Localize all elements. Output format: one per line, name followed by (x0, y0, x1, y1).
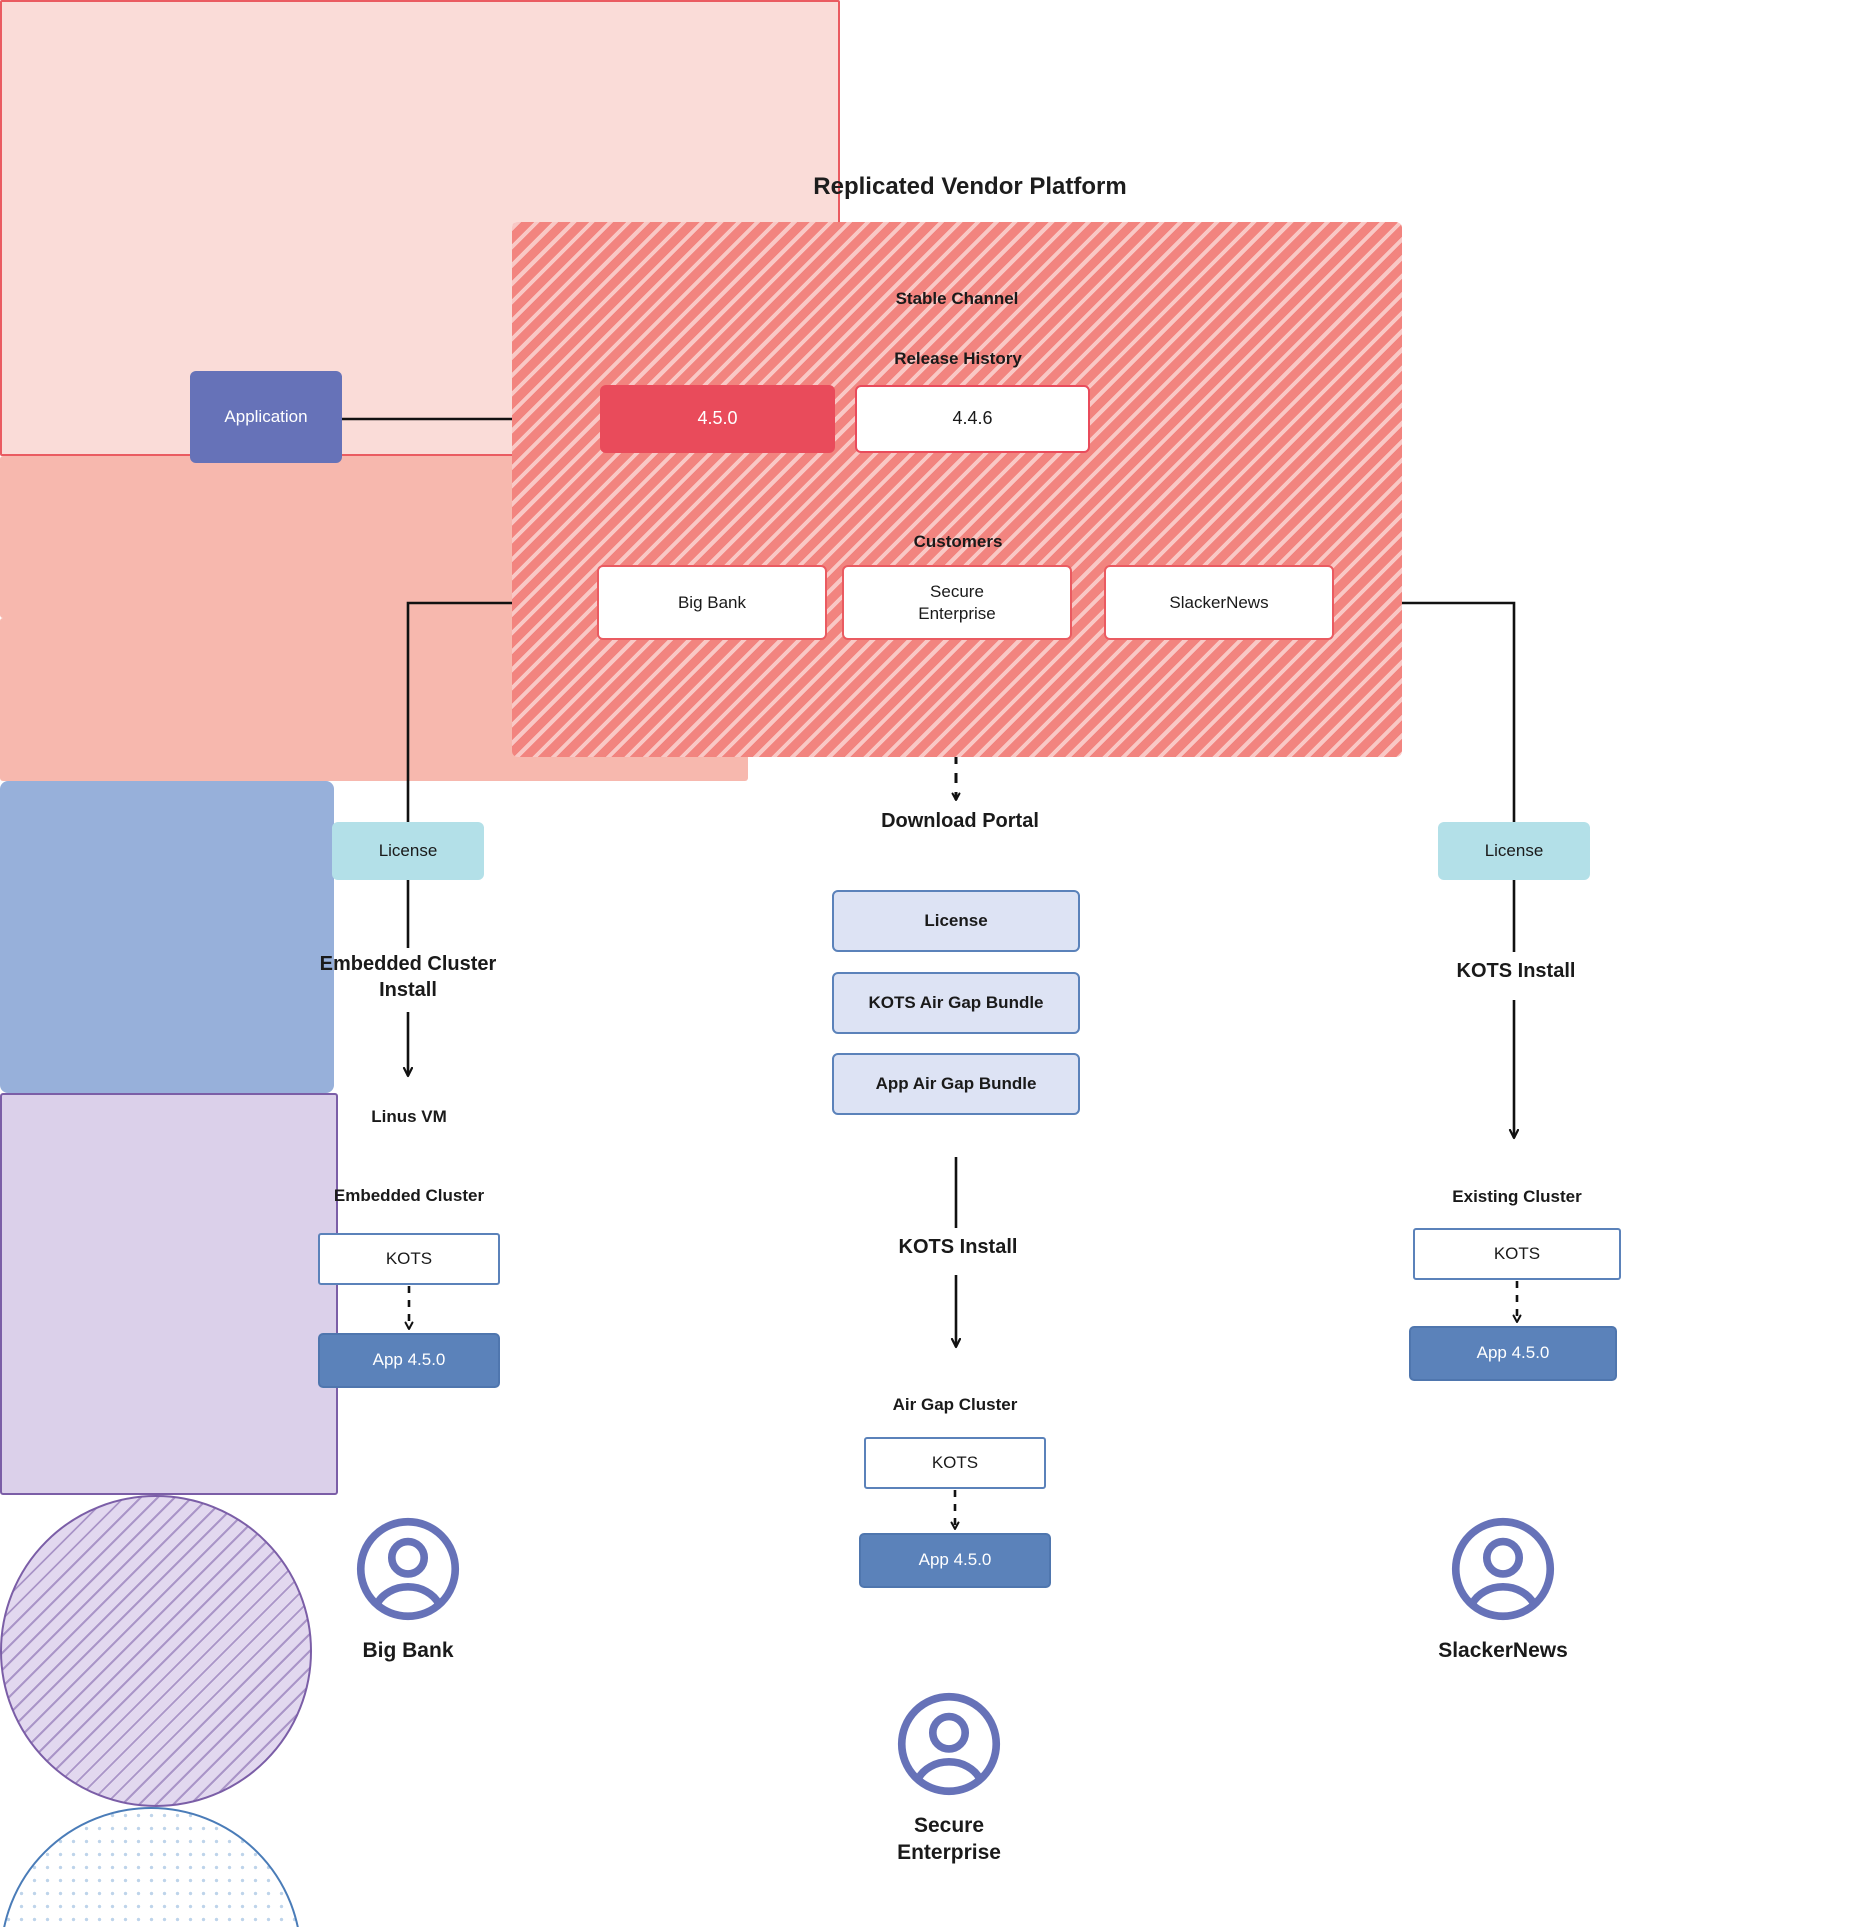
release-version-active[interactable]: 4.5.0 (600, 385, 835, 453)
linux-vm-container (0, 1093, 338, 1495)
linux-vm-label: Linus VM (371, 1107, 447, 1127)
release-version-previous[interactable]: 4.4.6 (855, 385, 1090, 453)
embedded-cluster-install-label: Embedded Cluster Install (319, 953, 497, 1001)
embedded-cluster-circle (0, 1495, 312, 1807)
portal-item-kots-air-gap-bundle[interactable]: KOTS Air Gap Bundle (832, 972, 1080, 1034)
avatar-big-bank (356, 1517, 460, 1621)
download-portal-title: Download Portal (881, 810, 1039, 833)
existing-cluster-app-box[interactable]: App 4.5.0 (1409, 1326, 1617, 1381)
portal-item-license[interactable]: License (832, 890, 1080, 952)
embedded-cluster-label: Embedded Cluster (333, 1186, 485, 1206)
embedded-cluster-app-box[interactable]: App 4.5.0 (318, 1333, 500, 1388)
customer-big-bank[interactable]: Big Bank (597, 565, 827, 640)
application-node[interactable]: Application (190, 371, 342, 463)
vendor-platform-container (512, 222, 1402, 757)
kots-install-label-right: KOTS Install (1456, 960, 1576, 983)
air-gap-cluster-kots-box[interactable]: KOTS (864, 1437, 1046, 1489)
existing-cluster-label: Existing Cluster (1452, 1187, 1582, 1207)
avatar-label-big-bank: Big Bank (362, 1639, 454, 1662)
air-gap-cluster-circle (0, 1807, 302, 1927)
page-title: Replicated Vendor Platform (813, 172, 1127, 200)
download-portal-container (0, 781, 334, 1093)
existing-cluster-kots-box[interactable]: KOTS (1413, 1228, 1621, 1280)
avatar-secure-enterprise (897, 1692, 1001, 1796)
kots-install-label-middle: KOTS Install (898, 1236, 1018, 1259)
avatar-label-slackernews: SlackerNews (1438, 1639, 1568, 1662)
portal-item-app-air-gap-bundle[interactable]: App Air Gap Bundle (832, 1053, 1080, 1115)
avatar-slackernews (1451, 1517, 1555, 1621)
air-gap-cluster-label: Air Gap Cluster (892, 1395, 1018, 1415)
air-gap-cluster-app-box[interactable]: App 4.5.0 (859, 1533, 1051, 1588)
stable-channel-label: Stable Channel (895, 289, 1019, 309)
customers-label: Customers (913, 532, 1003, 552)
embedded-cluster-kots-box[interactable]: KOTS (318, 1233, 500, 1285)
license-chip-left[interactable]: License (332, 822, 484, 880)
customer-secure-enterprise[interactable]: Secure Enterprise (842, 565, 1072, 640)
avatar-label-secure-enterprise: Secure Enterprise (897, 1814, 1001, 1865)
release-history-label: Release History (894, 349, 1022, 369)
customer-slackernews[interactable]: SlackerNews (1104, 565, 1334, 640)
license-chip-right[interactable]: License (1438, 822, 1590, 880)
